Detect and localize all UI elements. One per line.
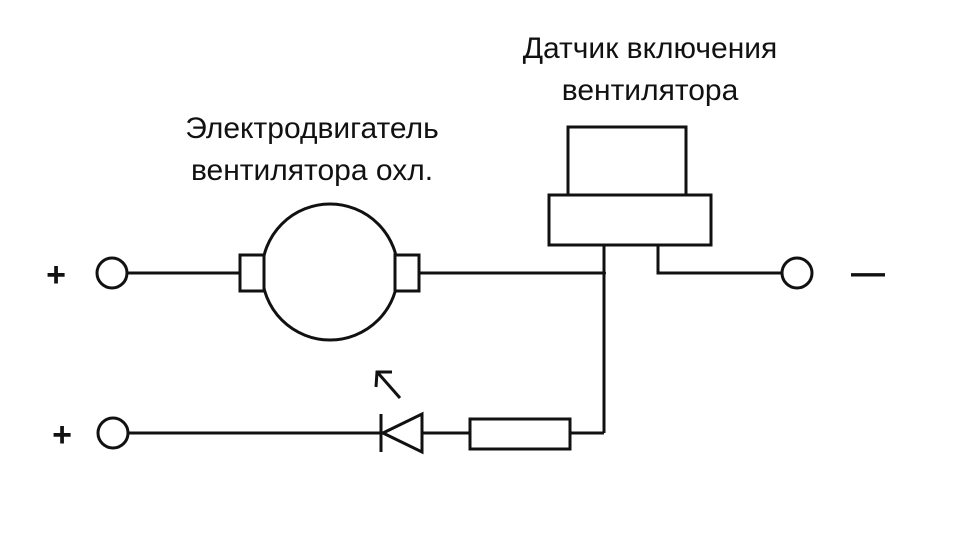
wire-sensor-to-negative: [656, 245, 782, 275]
fan-switch-sensor: [547, 125, 713, 247]
terminal-top-left: [95, 256, 129, 290]
junction-dot: [602, 271, 606, 275]
sensor-label-line1: Датчик включения: [523, 32, 778, 65]
motor-brush-right: [393, 253, 421, 293]
sensor-head: [566, 125, 688, 197]
motor-label-line2: вентилятора охл.: [191, 154, 433, 187]
resistor-symbol: [468, 417, 572, 451]
top-left-plus-sign: +: [46, 256, 66, 294]
right-minus-sign: —: [851, 254, 885, 292]
led-diode-symbol: [374, 370, 424, 455]
light-arrow-shaft: [376, 372, 402, 399]
light-arrow-head: [374, 370, 392, 388]
motor-brush-left: [238, 253, 266, 293]
sensor-label-line2: вентилятора: [562, 74, 739, 107]
bottom-left-plus-sign: +: [52, 416, 72, 454]
motor-body: [260, 202, 400, 342]
fan-motor-symbol: [238, 202, 421, 342]
sensor-body: [547, 193, 713, 247]
terminal-right: [780, 256, 814, 290]
terminal-bottom-left: [96, 416, 130, 450]
motor-label-line1: Электродвигатель: [185, 112, 438, 145]
diode-triangle: [379, 411, 424, 455]
